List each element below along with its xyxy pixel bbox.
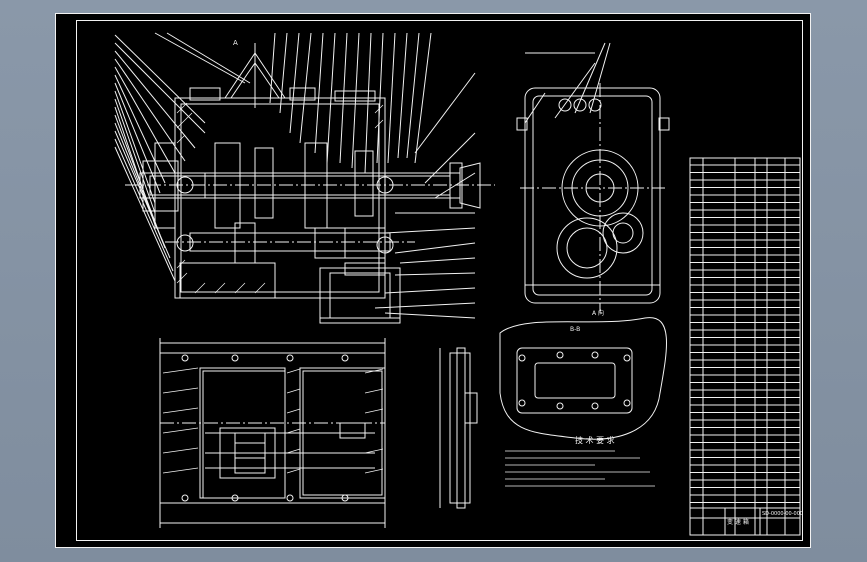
technical-requirements-lines (505, 450, 655, 487)
leader-lines-left (114, 34, 206, 282)
technical-requirements-title: 技 术 要 求 (575, 435, 615, 445)
leader-lines-top (154, 32, 432, 174)
narrow-side-view (439, 347, 478, 509)
section-label-top: A (233, 39, 238, 47)
title-block-name: 变 速 箱 (727, 518, 749, 526)
side-view (516, 42, 670, 313)
flange-view (499, 317, 668, 440)
parts-list-table (689, 157, 801, 536)
drawing-number: SD-0000-00-000 (762, 511, 803, 517)
view-b-label: B-B (570, 326, 580, 333)
drawing-sheet[interactable]: 技 术 要 求 B-B A 向 A 变 速 箱 SD-0000-00-000 (55, 13, 811, 548)
plan-view (159, 338, 386, 528)
inner-border (76, 20, 803, 541)
cad-drawing: 技 术 要 求 B-B A 向 A 变 速 箱 SD-0000-00-000 (55, 13, 811, 548)
main-section-view (125, 43, 495, 324)
title-block (689, 507, 801, 536)
outer-border (55, 13, 811, 548)
parts-list-rows (690, 164, 800, 503)
view-a-label: A 向 (592, 309, 604, 317)
